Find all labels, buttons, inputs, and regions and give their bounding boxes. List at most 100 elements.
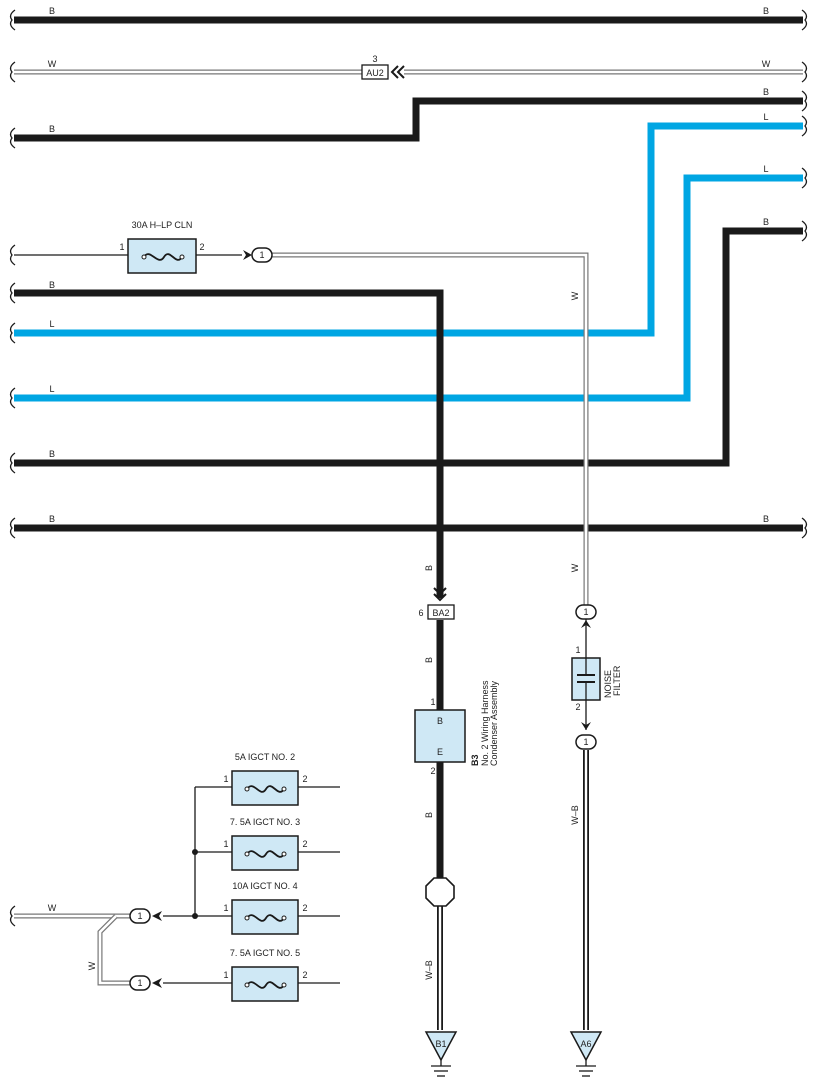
connector-ba2-name: BA2 bbox=[432, 608, 449, 618]
bus-junction-dot bbox=[192, 849, 198, 855]
ground-b1: B1 bbox=[424, 1031, 458, 1077]
fuse-pin: 2 bbox=[302, 970, 307, 980]
fuse-igct4-label: 10A IGCT NO. 4 bbox=[232, 881, 297, 891]
wire-label: L bbox=[763, 164, 768, 174]
wire-break-right bbox=[801, 90, 808, 112]
nf-pin-top: 1 bbox=[575, 645, 580, 655]
wire-label: W bbox=[762, 59, 771, 69]
wire-break-left bbox=[9, 282, 16, 304]
fuse-pin: 2 bbox=[302, 839, 307, 849]
connector-ba2-pin: 6 bbox=[418, 608, 423, 618]
wire-label: W bbox=[570, 563, 580, 572]
wire-label: W–B bbox=[424, 960, 434, 980]
wire-label: B bbox=[49, 6, 55, 16]
wire-break-right bbox=[801, 517, 808, 539]
fuse-icon bbox=[246, 914, 285, 922]
junction-label: 1 bbox=[137, 911, 142, 921]
b3-term-top: B bbox=[437, 716, 443, 726]
nf-name-2: FILTER bbox=[612, 665, 622, 696]
wire-break-left bbox=[9, 244, 16, 266]
wire-label: B bbox=[49, 514, 55, 524]
wire-label: W bbox=[87, 961, 97, 970]
fuse-igct3-label: 7. 5A IGCT NO. 3 bbox=[230, 817, 300, 827]
fuse-igct5-label: 7. 5A IGCT NO. 5 bbox=[230, 948, 300, 958]
wire-label: L bbox=[763, 112, 768, 122]
wire-4 bbox=[14, 122, 803, 337]
wire-break-left bbox=[9, 61, 16, 83]
fuse-icon bbox=[246, 785, 285, 793]
fuse-igct3: 7. 5A IGCT NO. 3 1 2 bbox=[223, 817, 308, 871]
fuse-hlp-label: 30A H–LP CLN bbox=[132, 220, 193, 230]
wire-label: B bbox=[49, 449, 55, 459]
fuse-pin: 1 bbox=[223, 774, 228, 784]
wire-break-left bbox=[9, 517, 16, 539]
fuse-igct4: 10A IGCT NO. 4 1 2 bbox=[223, 881, 308, 935]
fuse-hlp-cln: 30A H–LP CLN 1 2 bbox=[119, 220, 205, 274]
fuse-hlp-pin-in: 1 bbox=[119, 242, 124, 252]
splice-point bbox=[425, 877, 455, 907]
b3-pin-bottom: 2 bbox=[430, 766, 435, 776]
junction-left-a: 1 bbox=[129, 908, 162, 924]
junction-nf-bottom-box bbox=[575, 734, 597, 750]
bus-junction-dot bbox=[192, 913, 198, 919]
wire-label: B bbox=[424, 657, 434, 663]
junction-nf-top-box bbox=[575, 604, 597, 620]
wire-label: B bbox=[424, 812, 434, 818]
fuse-hlp-pin-out: 2 bbox=[199, 242, 204, 252]
component-noise-filter: 1 1 2 NOISE FILTER 1 bbox=[571, 604, 622, 750]
fuse-icon bbox=[246, 981, 285, 989]
wire-3 bbox=[14, 97, 803, 142]
fuse-pin: 2 bbox=[302, 774, 307, 784]
wire-7 bbox=[14, 289, 444, 598]
wire-label: B bbox=[763, 6, 769, 16]
wire-break-left bbox=[9, 387, 16, 409]
fuse-igct5: 7. 5A IGCT NO. 5 1 2 bbox=[223, 948, 308, 1002]
wire-break-left bbox=[9, 127, 16, 149]
chevron-left-icon bbox=[390, 65, 405, 79]
b3-name-1: No. 2 Wiring Harness bbox=[480, 680, 490, 766]
wire-label: W bbox=[570, 291, 580, 300]
wire-5 bbox=[14, 174, 803, 402]
wire-label: W bbox=[48, 59, 57, 69]
chevron-down-icon bbox=[433, 587, 447, 602]
fuse-igct2-label: 5A IGCT NO. 2 bbox=[235, 752, 295, 762]
ground-a6-label: A6 bbox=[580, 1039, 591, 1049]
wire-label: W bbox=[48, 903, 57, 913]
junction-label: 1 bbox=[259, 250, 264, 260]
b3-term-bottom: E bbox=[437, 747, 443, 757]
arrow-up-icon bbox=[581, 620, 591, 628]
nf-pin-bottom: 2 bbox=[575, 702, 580, 712]
wire-label: B bbox=[49, 124, 55, 134]
fuse-icon bbox=[143, 253, 183, 261]
wire-label: B bbox=[763, 87, 769, 97]
fuse-igct2: 5A IGCT NO. 2 1 2 bbox=[223, 752, 308, 806]
component-b3: B E 1 2 B3 No. 2 Wiring Harness Condense… bbox=[414, 680, 499, 776]
junction-fuse-out: 1 bbox=[243, 247, 273, 263]
connector-au2-name: AU2 bbox=[366, 68, 384, 78]
arrow-right-icon bbox=[243, 250, 252, 260]
wire-label: B bbox=[763, 217, 769, 227]
ground-b1-label: B1 bbox=[435, 1039, 446, 1049]
wire-6 bbox=[14, 227, 803, 467]
wire-break-right bbox=[801, 167, 808, 189]
b3-pin-top: 1 bbox=[430, 697, 435, 707]
wire-break-left bbox=[9, 905, 16, 927]
wire-break-right bbox=[801, 220, 808, 242]
fuse-pin: 1 bbox=[223, 839, 228, 849]
junction-label: 1 bbox=[583, 737, 588, 747]
fuse-pin: 1 bbox=[223, 970, 228, 980]
arrow-left-icon bbox=[152, 978, 162, 988]
arrow-down-icon bbox=[581, 722, 591, 730]
connector-au2-pin: 3 bbox=[372, 54, 377, 64]
fuse-pin: 1 bbox=[223, 903, 228, 913]
arrow-left-icon bbox=[152, 911, 162, 921]
fuse-pin: 2 bbox=[302, 903, 307, 913]
wire-label: W–B bbox=[570, 805, 580, 825]
junction-label: 1 bbox=[137, 978, 142, 988]
b3-code: B3 bbox=[470, 754, 480, 766]
connector-au2: AU2 3 bbox=[361, 54, 405, 80]
wire-break-left bbox=[9, 452, 16, 474]
junction-label: 1 bbox=[583, 607, 588, 617]
b3-name-2: Condenser Assembly bbox=[489, 680, 499, 766]
